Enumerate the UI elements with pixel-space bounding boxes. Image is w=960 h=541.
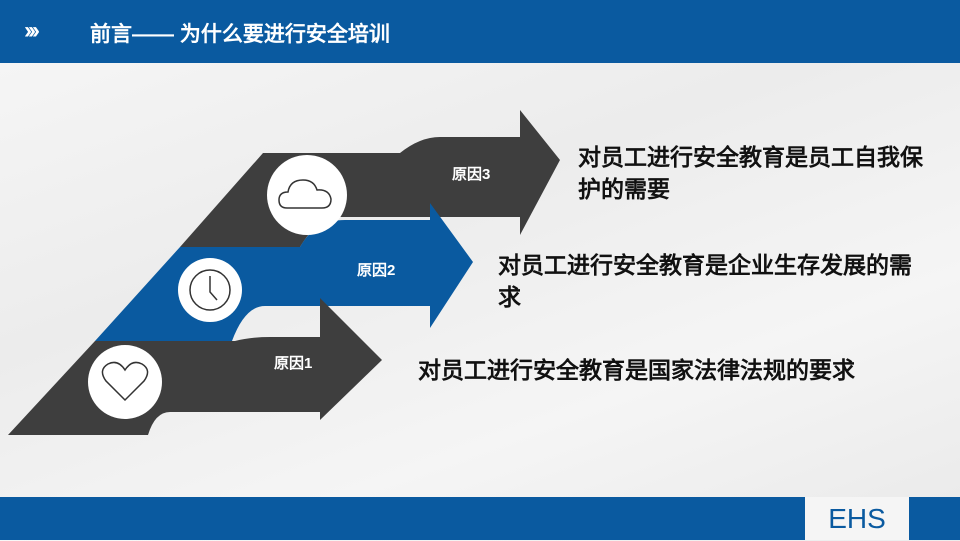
ehs-badge: EHS (805, 497, 909, 540)
footer-bar (0, 497, 960, 540)
reason-3-label: 原因3 (452, 166, 491, 183)
reason-3-text: 对员工进行安全教育是员工自我保护的需要 (578, 144, 923, 202)
reason-1-text: 对员工进行安全教育是国家法律法规的要求 (418, 357, 855, 383)
reason-2-text: 对员工进行安全教育是企业生存发展的需求 (498, 252, 912, 310)
reason-1-label: 原因1 (274, 355, 313, 372)
reason-2-label: 原因2 (357, 262, 396, 279)
cloud-icon (267, 155, 347, 235)
clock-icon (178, 258, 242, 322)
heart-icon (88, 345, 162, 419)
slide-title: 前言—— 为什么要进行安全培训 (90, 23, 390, 46)
header-bar: ››› 前言—— 为什么要进行安全培训 (0, 0, 960, 63)
